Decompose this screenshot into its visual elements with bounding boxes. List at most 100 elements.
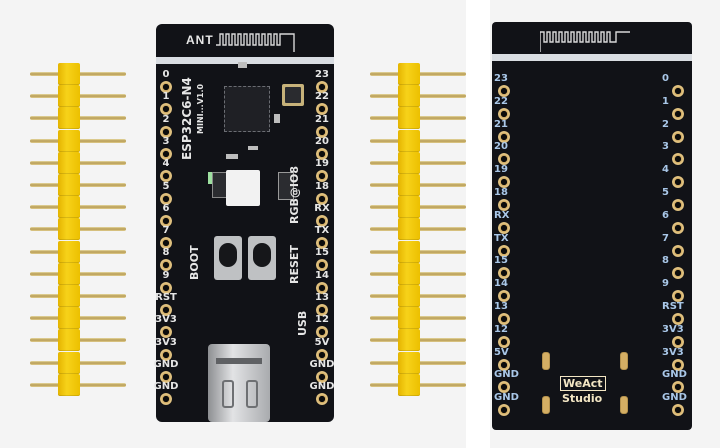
pin-header-right — [340, 0, 480, 448]
pin-label: GND — [662, 369, 687, 381]
boot-button[interactable] — [214, 236, 242, 280]
pin-pad[interactable] — [316, 259, 328, 272]
pin-pad[interactable] — [498, 199, 510, 211]
pin-pad[interactable] — [672, 381, 684, 394]
pin-label: 14 — [315, 269, 329, 281]
usb-c-shell-tab — [246, 380, 258, 408]
header-plastic-block — [58, 262, 80, 285]
reset-label: RESET — [288, 245, 301, 284]
pin-pad[interactable] — [160, 170, 172, 183]
pin-pad[interactable] — [316, 281, 328, 294]
pin-pad[interactable] — [672, 130, 684, 143]
diode — [278, 172, 294, 200]
pin-pad[interactable] — [672, 313, 684, 325]
usb-c-connector[interactable] — [208, 344, 270, 422]
pin-pad[interactable] — [498, 130, 510, 143]
pin-pad[interactable] — [498, 335, 510, 348]
pin-pad[interactable] — [160, 370, 172, 383]
pin-label: 13 — [315, 292, 329, 303]
pin-pad[interactable] — [672, 244, 684, 257]
pin-pad[interactable] — [498, 267, 510, 280]
pin-pad[interactable] — [672, 176, 684, 189]
smd-component — [248, 146, 258, 150]
pin-pad[interactable] — [160, 125, 172, 138]
pin-label: 3V3 — [662, 346, 684, 358]
pin-label: 3 — [662, 141, 669, 153]
pin-label: 9 — [662, 278, 669, 290]
pin-pad[interactable] — [672, 221, 684, 234]
header-plastic-block — [398, 373, 420, 396]
pin-pad[interactable] — [498, 176, 510, 189]
pin-pad[interactable] — [160, 393, 172, 406]
pin-pad[interactable] — [316, 147, 328, 160]
pin-pad[interactable] — [160, 192, 172, 205]
pin-pad[interactable] — [316, 125, 328, 138]
antenna-keepout-line — [156, 57, 334, 64]
pin-pad[interactable] — [316, 348, 328, 361]
pin-pad[interactable] — [672, 85, 684, 97]
pin-pad[interactable] — [498, 153, 510, 166]
pin-pad[interactable] — [498, 221, 510, 234]
pin-label: 15 — [494, 255, 508, 267]
pin-pad[interactable] — [160, 214, 172, 227]
pin-pad[interactable] — [316, 393, 328, 406]
pin-pad[interactable] — [316, 237, 328, 250]
pin-pad[interactable] — [160, 103, 172, 116]
studio-logo: Studio — [562, 392, 603, 405]
pin-pad[interactable] — [498, 244, 510, 257]
pin-label: 4 — [162, 158, 170, 170]
pin-pad[interactable] — [316, 81, 328, 93]
pin-pad[interactable] — [316, 326, 328, 339]
pin-pad[interactable] — [316, 370, 328, 383]
pin-pad[interactable] — [316, 304, 328, 316]
pin-label: 23 — [494, 73, 508, 84]
pin-label: 20 — [315, 135, 329, 147]
pin-pad[interactable] — [498, 290, 510, 303]
pin-header-left — [0, 0, 140, 448]
pin-pad[interactable] — [316, 192, 328, 205]
pin-pad[interactable] — [672, 335, 684, 348]
pin-pad[interactable] — [672, 107, 684, 120]
pin-label: 5V — [314, 336, 330, 348]
pin-pad[interactable] — [160, 259, 172, 272]
pin-pad[interactable] — [672, 404, 684, 417]
pin-pad[interactable] — [160, 326, 172, 339]
pin-label: 3V3 — [662, 323, 684, 335]
pin-label: 7 — [662, 232, 669, 244]
pin-pad[interactable] — [672, 290, 684, 303]
pin-pad[interactable] — [672, 199, 684, 211]
header-plastic-block — [58, 240, 80, 263]
pin-pad[interactable] — [498, 404, 510, 417]
pin-pad[interactable] — [672, 153, 684, 166]
pin-label: RX — [494, 209, 510, 221]
pin-pad[interactable] — [672, 358, 684, 371]
pin-pad[interactable] — [498, 313, 510, 325]
pin-pad[interactable] — [316, 170, 328, 183]
pin-label: 6 — [662, 209, 669, 221]
pin-label: 5 — [162, 180, 170, 192]
header-plastic-block — [58, 63, 80, 85]
pin-pad[interactable] — [160, 304, 172, 316]
pin-pad[interactable] — [160, 281, 172, 294]
header-plastic-block — [58, 85, 80, 108]
pin-pad[interactable] — [498, 107, 510, 120]
header-plastic-block — [58, 285, 80, 307]
pin-label: GND — [309, 358, 335, 370]
pin-label: 23 — [315, 69, 329, 80]
pin-pad[interactable] — [160, 147, 172, 160]
header-plastic-block — [398, 129, 420, 152]
version-label: MINI...V1.0 — [196, 83, 205, 134]
pin-pad[interactable] — [160, 348, 172, 361]
header-plastic-block — [58, 329, 80, 352]
pin-pad[interactable] — [498, 358, 510, 371]
pin-pad[interactable] — [160, 81, 172, 93]
pin-label: 8 — [162, 247, 170, 259]
pin-pad[interactable] — [316, 103, 328, 116]
reset-button[interactable] — [248, 236, 276, 280]
header-plastic-block — [58, 196, 80, 219]
pin-pad[interactable] — [498, 381, 510, 394]
pin-pad[interactable] — [498, 85, 510, 97]
pin-pad[interactable] — [160, 237, 172, 250]
pin-pad[interactable] — [316, 214, 328, 227]
pin-pad[interactable] — [672, 267, 684, 280]
